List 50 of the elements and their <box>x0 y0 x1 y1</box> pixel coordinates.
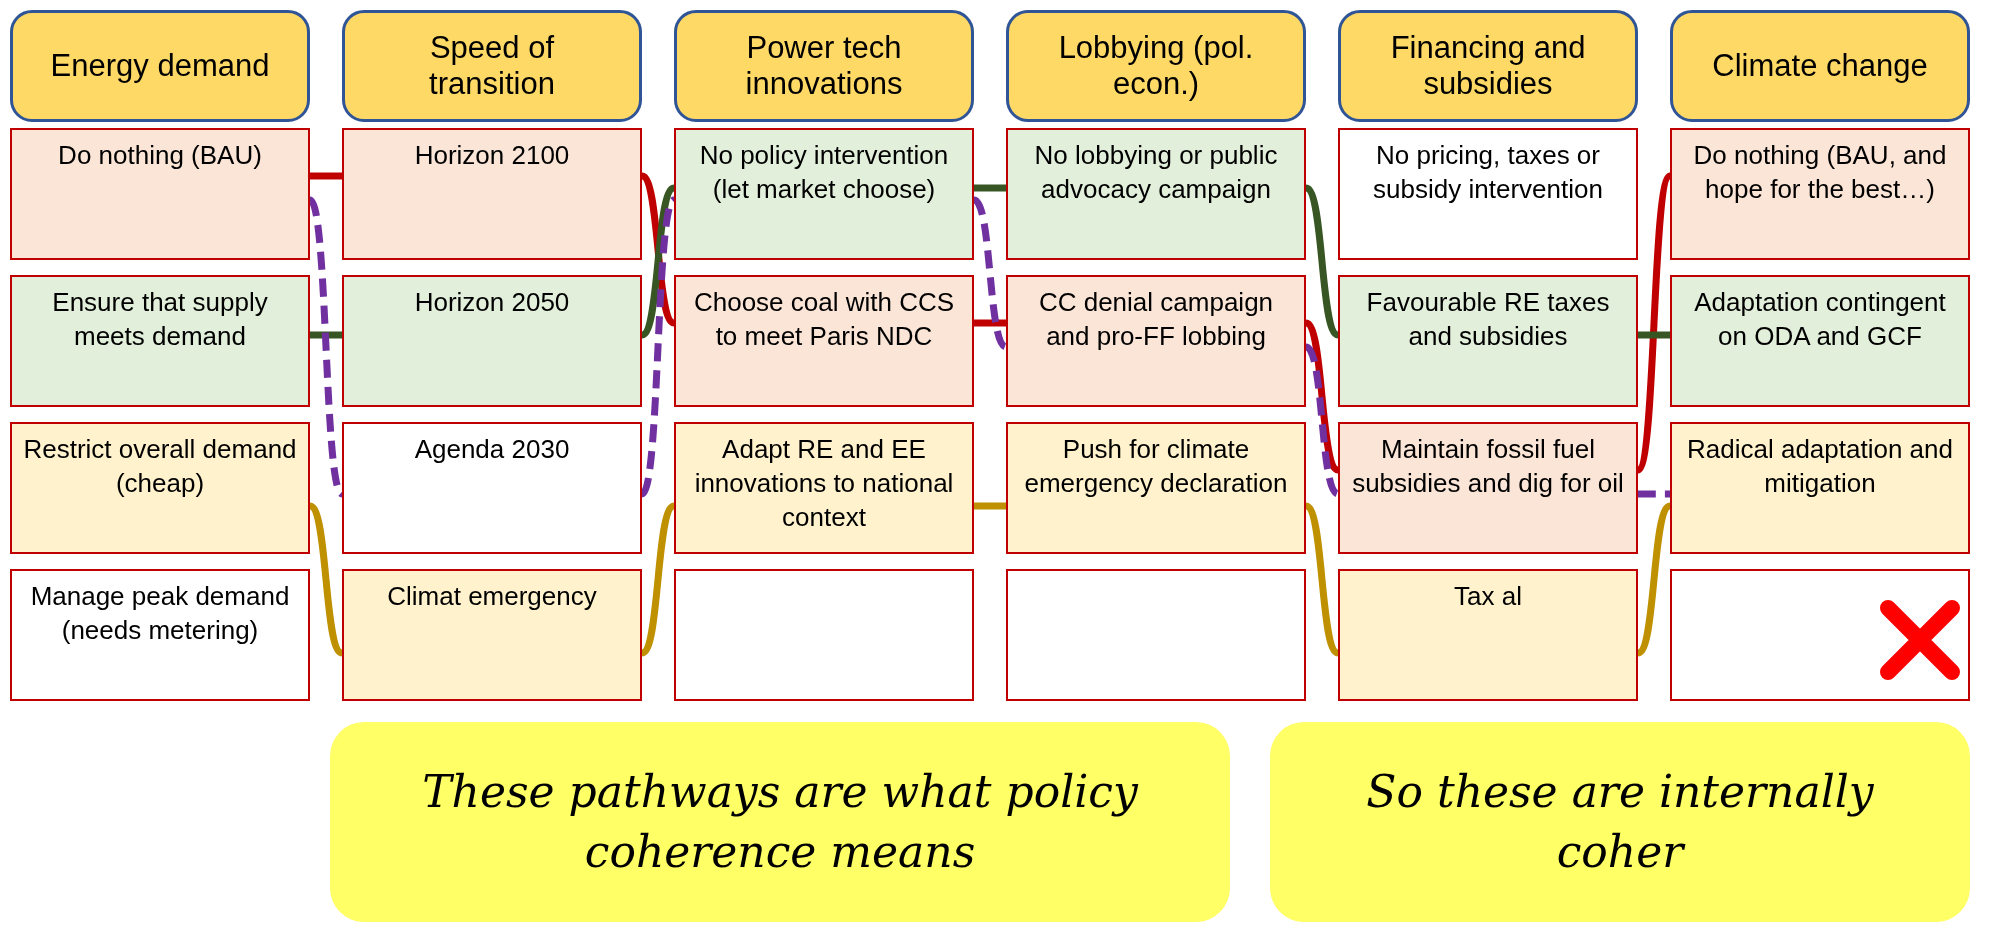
option-cell <box>1670 569 1970 701</box>
option-cell <box>674 569 974 701</box>
option-cell: Tax al <box>1338 569 1638 701</box>
option-cell: Adaptation contingent on ODA and GCF <box>1670 275 1970 407</box>
pathway-line <box>971 197 1009 350</box>
option-cell: Radical adaptation and mitigation <box>1670 422 1970 554</box>
option-cell: No lobbying or public advocacy campaign <box>1006 128 1306 260</box>
callout-note: These pathways are what policy coherence means <box>330 722 1230 922</box>
category-header: Speed of transition <box>342 10 642 122</box>
category-header: Power tech innovations <box>674 10 974 122</box>
option-cell: Choose coal with CCS to meet Paris NDC <box>674 275 974 407</box>
pathway-line <box>1303 344 1341 497</box>
option-cell: Agenda 2030 <box>342 422 642 554</box>
option-cell: No policy intervention (let market choose) <box>674 128 974 260</box>
pathway-line <box>307 198 345 496</box>
pathway-line <box>1303 185 1341 338</box>
pathway-line <box>1303 320 1341 473</box>
option-cell: Restrict overall demand (cheap) <box>10 422 310 554</box>
option-cell: Horizon 2050 <box>342 275 642 407</box>
category-header: Climate change <box>1670 10 1970 122</box>
pathway-line <box>310 331 342 339</box>
option-cell: Manage peak demand (needs metering) <box>10 569 310 701</box>
pathway-line <box>307 503 345 656</box>
option-cell: Do nothing (BAU, and hope for the best…) <box>1670 128 1970 260</box>
option-cell: Horizon 2100 <box>342 128 642 260</box>
option-cell: Climat emergency <box>342 569 642 701</box>
option-cell <box>1006 569 1306 701</box>
pathway-line <box>974 502 1006 510</box>
option-cell: Maintain fossil fuel subsidies and dig for oil <box>1338 422 1638 554</box>
category-header: Energy demand <box>10 10 310 122</box>
pathway-line <box>639 503 677 656</box>
pathway-line <box>974 319 1006 327</box>
option-cell: No pricing, taxes or subsidy intervention <box>1338 128 1638 260</box>
option-cell: Do nothing (BAU) <box>10 128 310 260</box>
pathway-line <box>974 184 1006 192</box>
pathway-line <box>1638 331 1670 339</box>
category-header: Lobbying (pol. econ.) <box>1006 10 1306 122</box>
option-cell: CC denial campaign and pro-FF lobbing <box>1006 275 1306 407</box>
pathway-line <box>639 198 677 496</box>
callout-note: So these are internally coher <box>1270 722 1970 922</box>
pathway-line <box>1303 503 1341 656</box>
pathway-line <box>1638 490 1670 498</box>
category-header: Financing and subsidies <box>1338 10 1638 122</box>
pathway-line <box>310 172 342 180</box>
pathway-line <box>1635 503 1673 656</box>
option-cell: Favourable RE taxes and subsidies <box>1338 275 1638 407</box>
option-cell: Adapt RE and EE innovations to national context <box>674 422 974 554</box>
option-cell: Push for climate emergency declaration <box>1006 422 1306 554</box>
option-cell: Ensure that supply meets demand <box>10 275 310 407</box>
pathway-line <box>1635 174 1673 472</box>
